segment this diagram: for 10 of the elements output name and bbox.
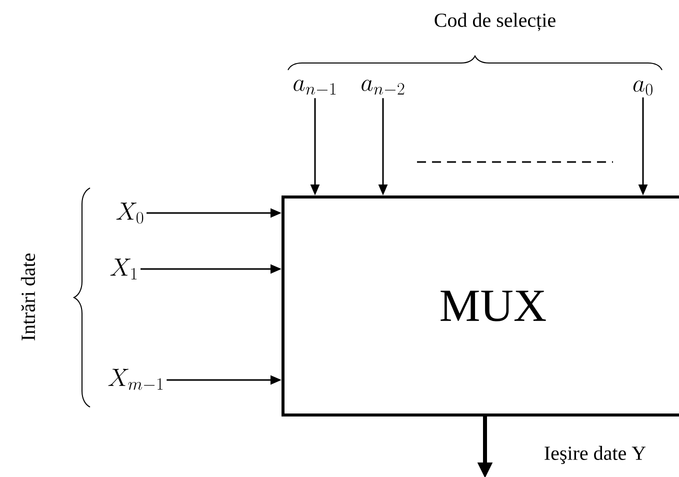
select-input-label: $a_0$ <box>633 80 652 96</box>
edge-label: Ieşire date Y <box>542 444 648 466</box>
side-label: Intrări date <box>20 254 36 340</box>
data-input-label: $X_0$ <box>116 202 144 224</box>
data-input-label: $X_{m-1}$ <box>108 368 163 390</box>
data-input-label: $X_1$ <box>110 258 137 280</box>
mux-block: MUX <box>282 196 679 416</box>
heading-label: Cod de selecție <box>434 12 556 32</box>
select-input-label: $a_{n-1}$ <box>294 80 336 95</box>
select-input-label: $a_{n-2}$ <box>362 80 404 95</box>
